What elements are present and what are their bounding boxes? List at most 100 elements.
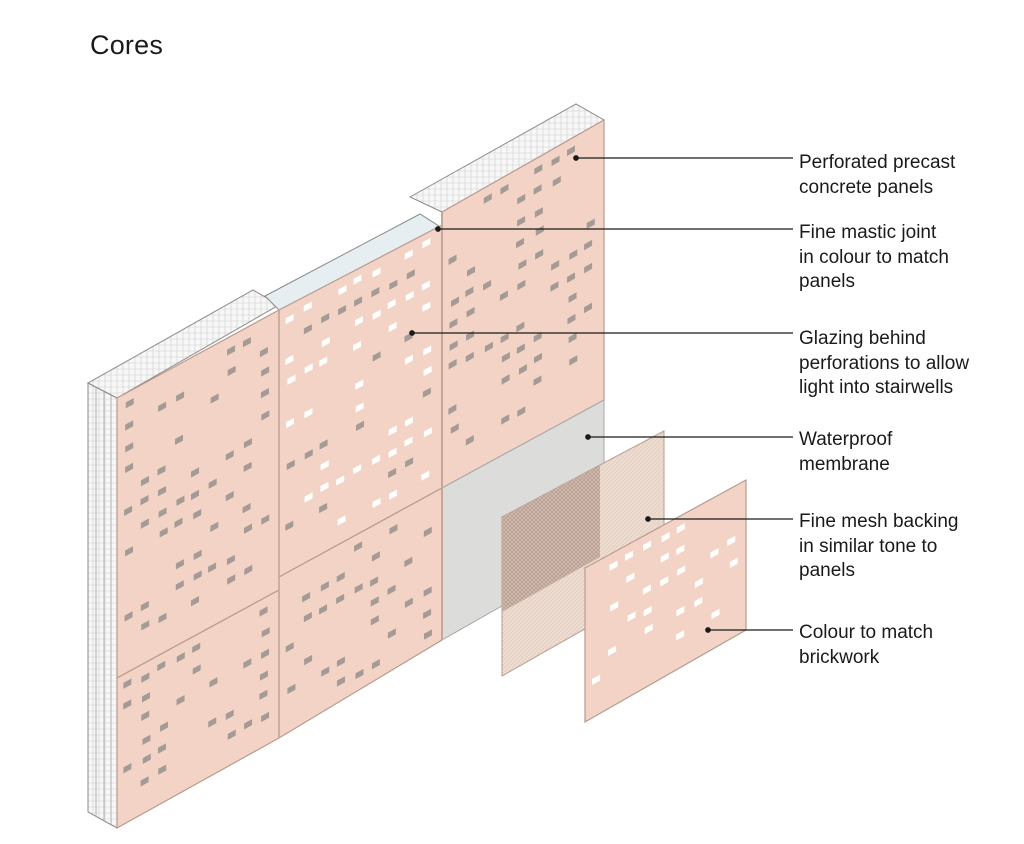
perforation (388, 321, 397, 333)
perforation (192, 664, 201, 675)
perforation (336, 676, 345, 687)
perforation (175, 580, 184, 591)
perforation (404, 436, 413, 447)
perforation (304, 654, 313, 666)
perforation (355, 668, 364, 680)
perforation (448, 254, 457, 266)
perforation (193, 509, 202, 520)
perforation (516, 237, 525, 249)
perforation (584, 302, 593, 314)
perforation (208, 478, 217, 489)
perforation (157, 743, 166, 754)
perforation (727, 535, 736, 547)
perforation (259, 670, 268, 681)
perforation (387, 584, 396, 595)
perforation (286, 459, 295, 470)
perforation (176, 391, 185, 402)
perforation (484, 341, 493, 353)
perforation (242, 336, 251, 348)
perforation (320, 581, 329, 592)
perforation (567, 145, 576, 157)
perforation (142, 734, 151, 746)
perforation (304, 363, 313, 374)
perforation (533, 184, 542, 195)
callout-fine-mesh: Fine mesh backing in similar tone to pan… (799, 511, 959, 581)
perforation (389, 279, 398, 290)
perforation (372, 351, 381, 362)
perforation (158, 401, 167, 412)
precast-panels (116, 118, 605, 830)
perforation (261, 711, 270, 723)
perforation (499, 290, 508, 302)
perforation (449, 340, 458, 351)
perforation (609, 560, 618, 571)
colour-panel-perforations (592, 523, 738, 686)
perforation (643, 606, 652, 617)
perforation (586, 218, 595, 230)
perforation (423, 526, 432, 538)
perforation (304, 407, 313, 419)
perforation (422, 238, 431, 249)
perforation (336, 571, 345, 583)
perforation (372, 454, 381, 465)
perforation (191, 489, 200, 501)
perforation (405, 290, 414, 302)
callout-waterproof-membrane: Waterproof membrane (799, 429, 893, 475)
perforation (209, 677, 218, 688)
perforation (569, 249, 578, 260)
perforation (141, 475, 150, 487)
perforation (123, 762, 132, 774)
perforation (534, 164, 543, 175)
perforation (140, 600, 149, 612)
perforation (261, 648, 270, 660)
perforation (423, 586, 432, 597)
perforation (244, 564, 253, 576)
perforation (259, 606, 268, 617)
perforation (303, 301, 312, 312)
perforation (243, 438, 252, 449)
perforation (193, 570, 202, 581)
perforation (140, 518, 149, 529)
perforation (141, 672, 150, 683)
perforation (337, 515, 346, 526)
perforation (158, 485, 167, 497)
perforation (404, 597, 413, 609)
perforation (423, 629, 432, 640)
perforation (534, 207, 543, 218)
perforation (371, 551, 380, 562)
perforation (319, 356, 328, 367)
perforation (259, 346, 268, 358)
perforation (466, 306, 475, 318)
perforation (500, 183, 509, 195)
perforation (387, 298, 396, 310)
perforation (388, 447, 397, 458)
leader-lines (409, 155, 793, 633)
perforation (285, 354, 294, 366)
perforation (592, 674, 601, 686)
perforation (371, 286, 380, 298)
perforation (159, 721, 168, 732)
perforation (518, 259, 527, 270)
perforation (535, 249, 544, 260)
panel-perforations (123, 145, 595, 787)
perforation (501, 374, 510, 385)
perforation (387, 628, 396, 639)
perforation (423, 365, 432, 377)
perforation (243, 461, 252, 473)
perforation (210, 521, 219, 532)
perforation (405, 416, 414, 427)
perforation (423, 345, 432, 356)
perforation (141, 710, 150, 722)
perforation (227, 574, 236, 585)
perforation (421, 470, 430, 481)
perforation (124, 505, 133, 516)
perforation (465, 435, 474, 446)
page-title: Cores (90, 30, 164, 60)
perforation (568, 292, 577, 303)
perforation (319, 439, 328, 450)
perforation (552, 176, 561, 187)
perforation (174, 434, 183, 445)
perforation (643, 540, 652, 551)
perforation (372, 267, 381, 278)
perforation (159, 527, 168, 538)
